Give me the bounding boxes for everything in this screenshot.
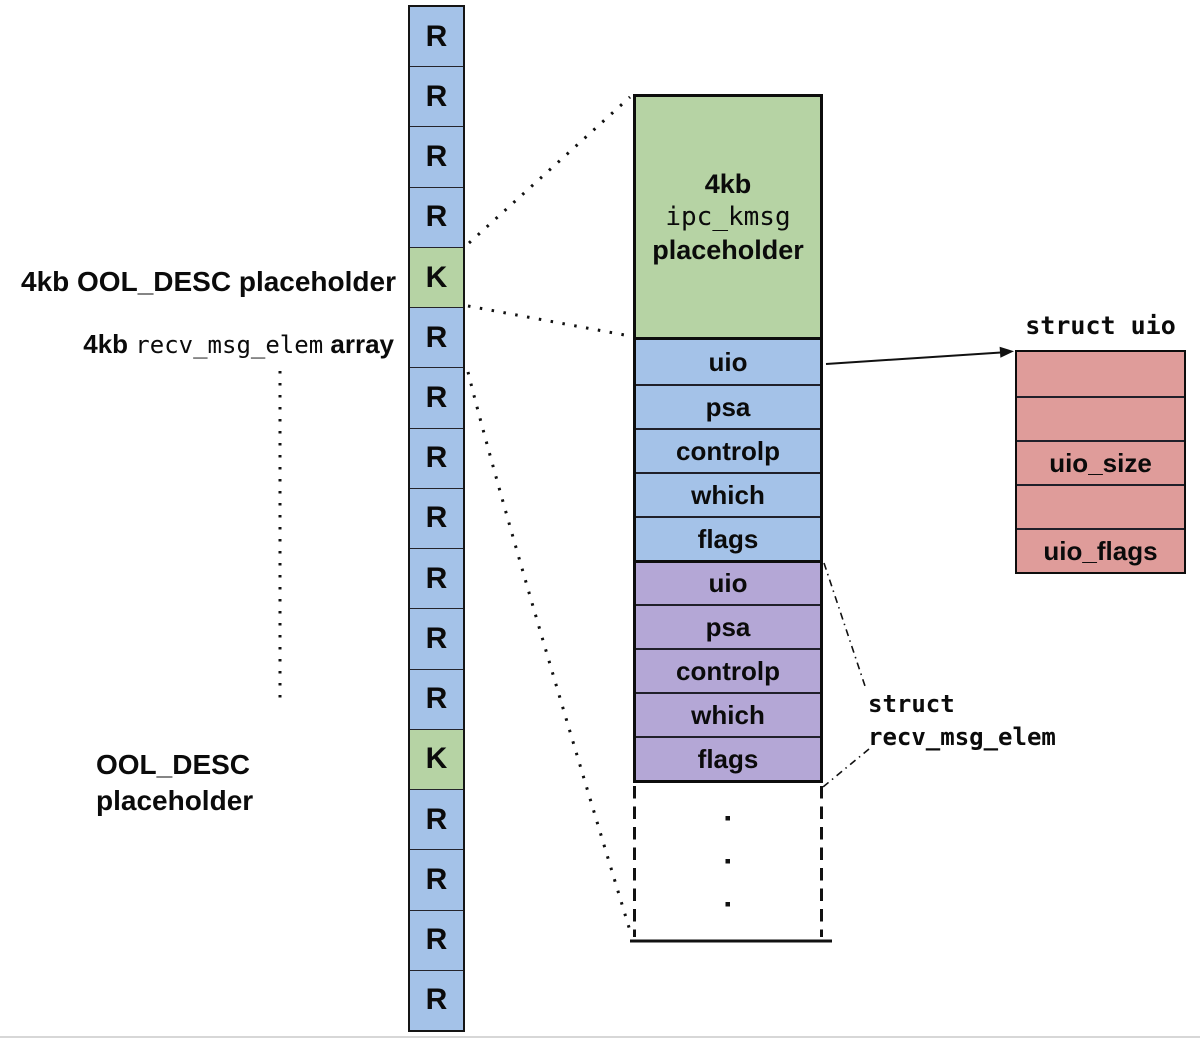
dotted-guide-array-bottom [466, 371, 633, 935]
uio-field-row [1017, 484, 1184, 528]
memory-cell: R [410, 548, 463, 609]
dotted-guide-kmsg-top [467, 95, 632, 245]
memory-cell: R [410, 367, 463, 428]
kmsg-line-4kb: 4kb [704, 168, 752, 199]
label-recv-4kb: 4kb [83, 329, 129, 359]
struct-recv-msg-elem-label: struct recv_msg_elem [868, 688, 1056, 754]
memory-cell: R [410, 7, 463, 67]
struct-uio-title: struct uio [1025, 311, 1176, 340]
label-ool-desc-placeholder-top: 4kb OOL_DESC placeholder [21, 266, 396, 297]
field-row-which: which [636, 472, 820, 516]
memory-cell: R [410, 789, 463, 850]
memory-cell: R [410, 66, 463, 127]
field-row-psa: psa [636, 384, 820, 428]
dotted-guide-kmsg-bottom [467, 304, 631, 338]
uio-pointer-arrowhead [999, 346, 1014, 358]
memory-cell: R [410, 668, 463, 729]
dashdot-callout-top [823, 562, 867, 690]
label-recv-array-word: array [330, 329, 394, 359]
label-ool-bottom-line2: placeholder [96, 785, 254, 816]
struct-recv-label-line2: recv_msg_elem [868, 723, 1056, 751]
label-recv-name: recv_msg_elem [135, 331, 324, 359]
memory-cell-recv-array: R [410, 307, 463, 368]
recv-msg-elem-second: uio psa controlp which flags [636, 560, 820, 780]
page-bottom-edge [0, 1036, 1200, 1038]
ipc-kmsg-placeholder-box: 4kb ipc_kmsg placeholder [636, 97, 820, 340]
memory-cell: R [410, 909, 463, 970]
label-recv-msg-elem-array: 4kb recv_msg_elem array [10, 329, 394, 360]
memory-cell: R [410, 849, 463, 910]
kmsg-line-name: ipc_kmsg [665, 201, 791, 232]
struct-uio-table: uio_size uio_flags [1015, 350, 1186, 574]
uio-field-row-flags: uio_flags [1017, 528, 1184, 572]
label-ool-desc-placeholder-bottom: OOL_DESC placeholder [96, 747, 253, 819]
expanded-allocation-table: 4kb ipc_kmsg placeholder uio psa control… [633, 94, 823, 783]
field-row-psa: psa [636, 604, 820, 648]
vertical-ellipsis-dots [725, 816, 730, 907]
memory-page-column: R R R R K R R R R R R R K R R R R [408, 5, 465, 1032]
struct-recv-label-line1: struct [868, 690, 955, 718]
memory-cell: R [410, 608, 463, 669]
memory-cell: R [410, 427, 463, 488]
memory-cell-ool-desc: K [410, 728, 463, 790]
memory-cell: R [410, 186, 463, 247]
kmsg-line-placeholder: placeholder [652, 234, 804, 265]
uio-pointer-arrow-line [825, 351, 1002, 365]
uio-field-row [1017, 396, 1184, 440]
field-row-uio: uio [636, 560, 820, 604]
uio-field-row-size: uio_size [1017, 440, 1184, 484]
memory-cell-ool-desc: K [410, 246, 463, 308]
memory-cell: R [410, 487, 463, 549]
field-row-controlp: controlp [636, 648, 820, 692]
field-row-controlp: controlp [636, 428, 820, 472]
dashdot-callout-bottom [822, 748, 870, 788]
field-row-uio: uio [636, 340, 820, 384]
memory-cell: R [410, 126, 463, 187]
field-row-flags: flags [636, 736, 820, 780]
label-ool-bottom-line1: OOL_DESC [96, 749, 251, 780]
field-row-flags: flags [636, 516, 820, 560]
uio-field-row [1017, 352, 1184, 396]
field-row-which: which [636, 692, 820, 736]
recv-msg-elem-first: uio psa controlp which flags [636, 340, 820, 560]
memory-cell: R [410, 969, 463, 1030]
